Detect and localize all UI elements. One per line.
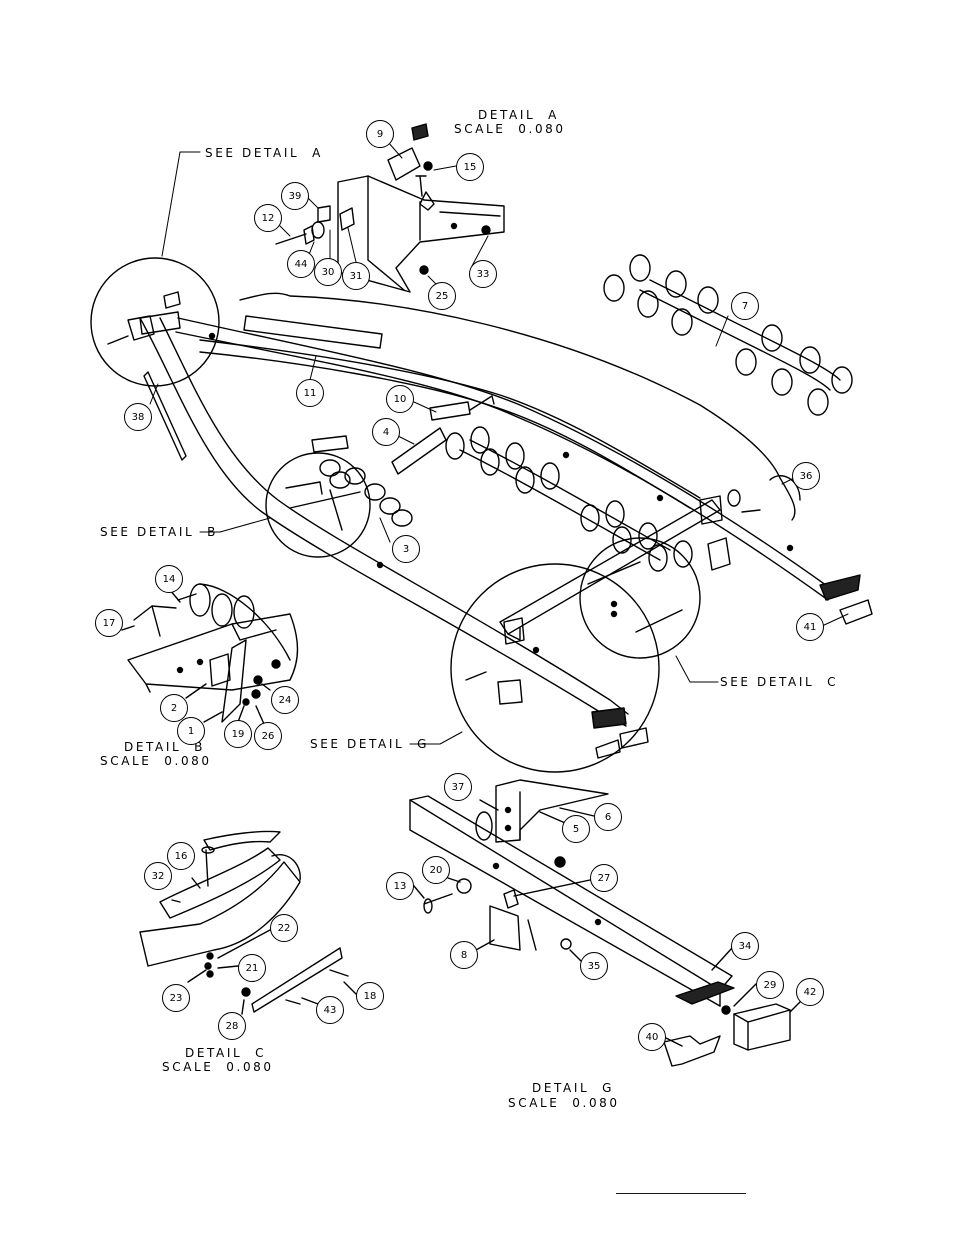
callout-23: 23 — [162, 984, 190, 1012]
callout-27: 27 — [590, 864, 618, 892]
callout-12: 12 — [254, 204, 282, 232]
callout-38: 38 — [124, 403, 152, 431]
brake-line-36 — [239, 292, 796, 521]
callout-43: 43 — [316, 996, 344, 1024]
callout-24: 24 — [271, 686, 299, 714]
callout-37: 37 — [444, 773, 472, 801]
detail-g-drawing — [409, 779, 801, 1067]
callout-11: 11 — [296, 379, 324, 407]
callout-34: 34 — [731, 932, 759, 960]
callout-40: 40 — [638, 1023, 666, 1051]
callout-22: 22 — [270, 914, 298, 942]
callout-18: 18 — [356, 982, 384, 1010]
callout-17: 17 — [95, 609, 123, 637]
detail-c-circle — [579, 537, 701, 659]
frame-right-rail — [177, 317, 831, 589]
detail-b-title: DETAIL B — [124, 740, 205, 754]
detail-c-scale: SCALE 0.080 — [162, 1060, 274, 1074]
bunk-board-11 — [243, 315, 383, 349]
callout-5: 5 — [562, 815, 590, 843]
callout-14: 14 — [155, 565, 183, 593]
callout-15: 15 — [456, 153, 484, 181]
callout-8: 8 — [450, 941, 478, 969]
detail-c-drawing — [139, 830, 357, 1015]
callout-32: 32 — [144, 862, 172, 890]
detail-a-scale: SCALE 0.080 — [454, 122, 566, 136]
see-detail-a-label: SEE DETAIL A — [205, 146, 323, 160]
see-detail-c-label: SEE DETAIL C — [720, 675, 839, 689]
detail-b-circle — [265, 452, 371, 558]
arm-4 — [391, 427, 447, 475]
callout-28: 28 — [218, 1012, 246, 1040]
detail-a-circle — [90, 257, 220, 387]
callout-6: 6 — [594, 803, 622, 831]
callout-4: 4 — [372, 418, 400, 446]
detail-g-title: DETAIL G — [532, 1081, 614, 1095]
callout-39: 39 — [281, 182, 309, 210]
callout-33: 33 — [469, 260, 497, 288]
detail-c-title: DETAIL C — [185, 1046, 267, 1060]
detail-g-scale: SCALE 0.080 — [508, 1096, 620, 1110]
callout-35: 35 — [580, 952, 608, 980]
detail-a-title: DETAIL A — [478, 108, 559, 122]
callout-26: 26 — [254, 722, 282, 750]
callout-44: 44 — [287, 250, 315, 278]
callout-19: 19 — [224, 720, 252, 748]
roller-bracket-10 — [429, 401, 471, 421]
callout-7: 7 — [731, 292, 759, 320]
footer-link[interactable] — [616, 1193, 746, 1194]
callout-21: 21 — [238, 954, 266, 982]
callout-10: 10 — [386, 385, 414, 413]
callout-20: 20 — [422, 856, 450, 884]
callout-31: 31 — [342, 262, 370, 290]
see-detail-g-label: SEE DETAIL G — [310, 737, 429, 751]
callout-3: 3 — [392, 535, 420, 563]
detail-b-drawing — [121, 583, 299, 725]
callout-1: 1 — [177, 717, 205, 745]
detail-a-drawing — [275, 123, 505, 293]
callout-25: 25 — [428, 282, 456, 310]
callout-42: 42 — [796, 978, 824, 1006]
frame-left-rail — [139, 317, 627, 727]
callout-30: 30 — [314, 258, 342, 286]
roller-assembly-7 — [603, 254, 853, 416]
callout-13: 13 — [386, 872, 414, 900]
main-frame — [139, 292, 873, 759]
detail-g-circle — [450, 563, 660, 773]
callout-16: 16 — [167, 842, 195, 870]
roller-assembly-center — [391, 395, 693, 572]
roller-assembly-left — [285, 435, 413, 531]
see-detail-b-label: SEE DETAIL B — [100, 525, 218, 539]
callout-36: 36 — [792, 462, 820, 490]
leader-lines — [149, 141, 849, 745]
callout-9: 9 — [366, 120, 394, 148]
callout-29: 29 — [756, 971, 784, 999]
callout-41: 41 — [796, 613, 824, 641]
detail-b-scale: SCALE 0.080 — [100, 754, 212, 768]
callout-2: 2 — [160, 694, 188, 722]
